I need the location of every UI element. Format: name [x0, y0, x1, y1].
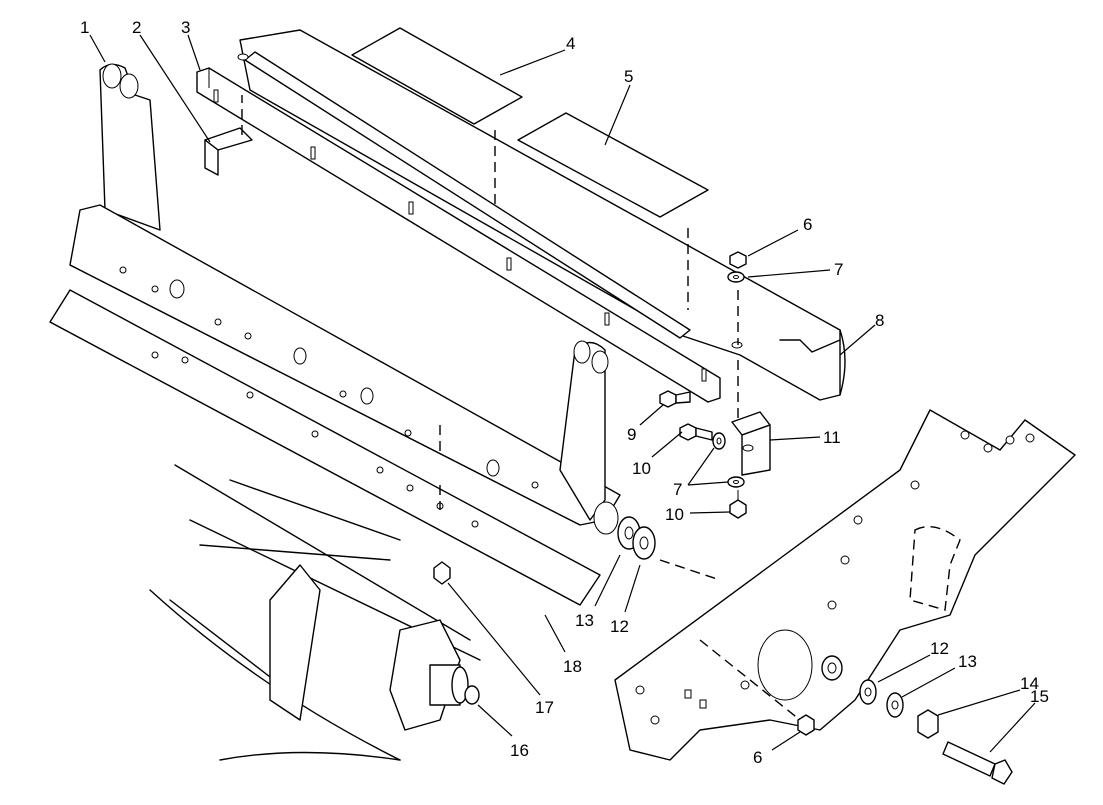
- decal-part: [351, 27, 523, 125]
- reel-part: [149, 464, 481, 761]
- washer-part: [859, 679, 877, 705]
- callout-14: 14: [1020, 674, 1039, 693]
- decal-part: [517, 112, 709, 218]
- bedknife-part: [49, 289, 601, 606]
- bracket-part: [204, 95, 253, 176]
- callout-6: 6: [753, 748, 762, 767]
- rear-shield-part: [237, 29, 846, 401]
- callout-16: 16: [510, 741, 529, 760]
- callout-4: 4: [566, 34, 575, 53]
- washer-part: [727, 476, 745, 488]
- bedknife-bar-part: [69, 63, 621, 535]
- screw-part: [679, 423, 713, 441]
- callout-1: 1: [80, 18, 89, 37]
- mounting-strip-part: [196, 67, 721, 403]
- callout-6: 6: [803, 215, 812, 234]
- callout-15: 15: [1030, 687, 1049, 706]
- screw-part: [729, 490, 747, 519]
- leader-lines: [89, 34, 1036, 753]
- carriage-bolt-part: [659, 390, 691, 408]
- bracket-right-part: [731, 411, 771, 476]
- callout-10: 10: [665, 505, 684, 524]
- bolt-part: [942, 741, 1013, 785]
- callout-12: 12: [610, 617, 629, 636]
- washer-part: [727, 271, 745, 283]
- bushing-part: [821, 655, 843, 681]
- washer-part: [632, 526, 656, 560]
- callout-labels: 1 2 3 4 5 6 7 8 9 10 11 7 10 13 12 18 17…: [80, 18, 1049, 767]
- callout-7: 7: [673, 480, 682, 499]
- washer-part: [712, 432, 726, 450]
- callout-3: 3: [181, 18, 190, 37]
- nut-part: [797, 714, 815, 736]
- washer-part: [886, 692, 904, 718]
- callout-13: 13: [958, 652, 977, 671]
- callout-7: 7: [834, 260, 843, 279]
- callout-10: 10: [632, 459, 651, 478]
- callout-2: 2: [132, 18, 141, 37]
- callout-9: 9: [627, 425, 636, 444]
- flange-nut-part: [917, 709, 939, 739]
- side-plate-part: [614, 409, 1076, 761]
- callout-12: 12: [930, 639, 949, 658]
- callout-18: 18: [563, 657, 582, 676]
- hex-nut-part: [729, 251, 747, 269]
- callout-11: 11: [823, 428, 841, 447]
- callout-17: 17: [535, 698, 554, 717]
- callout-5: 5: [624, 67, 633, 86]
- callout-8: 8: [875, 311, 884, 330]
- callout-13: 13: [575, 611, 594, 630]
- nut-part: [433, 561, 451, 585]
